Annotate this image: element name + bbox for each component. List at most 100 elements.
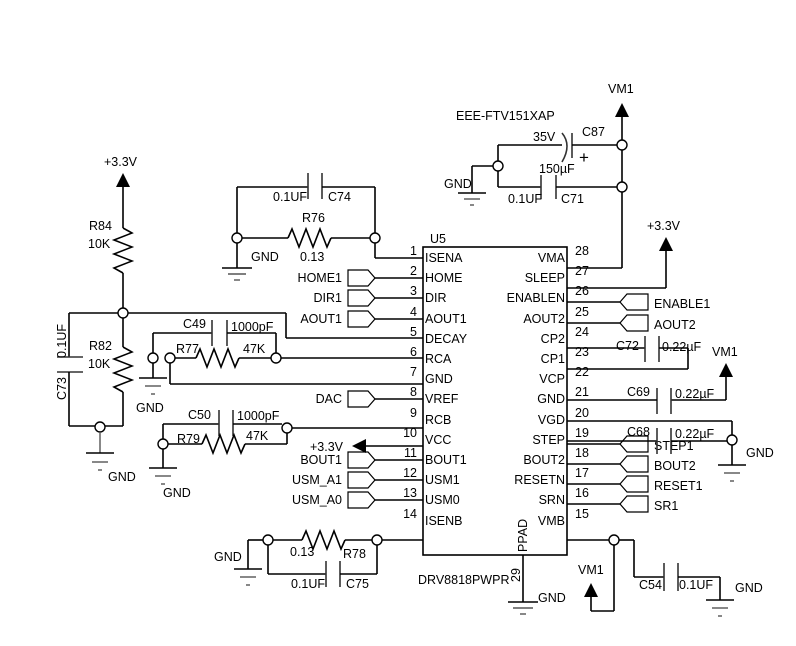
ic-ref: U5 xyxy=(430,232,446,246)
net-port-label: AOUT2 xyxy=(654,318,696,332)
junction xyxy=(147,352,159,364)
net-port-label: USM_A1 xyxy=(292,473,342,487)
pin-name: USM0 xyxy=(425,493,460,507)
c72-value: 0.22µF xyxy=(662,340,702,354)
pin-number: 1 xyxy=(410,244,417,258)
c49-ref: C49 xyxy=(183,317,206,331)
pin-number: 12 xyxy=(403,466,417,480)
pin-name: ENABLEN xyxy=(507,291,565,305)
v33-label: +3.3V xyxy=(310,440,344,454)
junction xyxy=(270,352,282,364)
net-port[interactable] xyxy=(347,491,376,509)
c87-ref: C87 xyxy=(582,125,605,139)
net-port[interactable] xyxy=(619,314,649,332)
pin-number: 25 xyxy=(575,305,589,319)
gnd-label: GND xyxy=(538,591,566,605)
junction xyxy=(371,534,383,546)
c54-ref: C54 xyxy=(639,578,662,592)
r76-value: 0.13 xyxy=(300,250,324,264)
net-port[interactable] xyxy=(619,435,649,453)
net-port[interactable] xyxy=(347,269,376,287)
net-port[interactable] xyxy=(347,451,376,469)
c69-value: 0.22µF xyxy=(675,387,715,401)
net-port[interactable] xyxy=(619,495,649,513)
net-port[interactable] xyxy=(347,390,376,408)
v33-power-arrow xyxy=(352,439,366,453)
r84-resistor xyxy=(111,227,135,274)
c50-value: 1000pF xyxy=(237,409,280,423)
gnd-symbol xyxy=(222,267,252,281)
pin-name: BOUT1 xyxy=(425,453,467,467)
net-port[interactable] xyxy=(619,475,649,493)
c72-ref: C72 xyxy=(616,339,639,353)
pin-name: DECAY xyxy=(425,332,468,346)
ic-body xyxy=(422,246,568,556)
c87-part: EEE-FTV151XAP xyxy=(456,109,555,123)
junction xyxy=(616,181,628,193)
net-port-label: SR1 xyxy=(654,499,678,513)
pin-number: 3 xyxy=(410,284,417,298)
pin-number: 22 xyxy=(575,365,589,379)
vm1-label: VM1 xyxy=(712,345,738,359)
net-port-label: ENABLE1 xyxy=(654,297,710,311)
pin-name: VCC xyxy=(425,433,451,447)
net-port-label: AOUT1 xyxy=(300,312,342,326)
net-port-label: USM_A0 xyxy=(292,493,342,507)
junction xyxy=(616,139,628,151)
net-port[interactable] xyxy=(347,310,376,328)
net-port[interactable] xyxy=(347,289,376,307)
net-port[interactable] xyxy=(619,293,649,311)
net-port[interactable] xyxy=(619,455,649,473)
r78-resistor xyxy=(301,528,346,552)
pin-number: 20 xyxy=(575,406,589,420)
gnd-symbol xyxy=(706,599,734,617)
pin-number: 21 xyxy=(575,385,589,399)
r76-resistor xyxy=(287,226,332,250)
net-port[interactable] xyxy=(347,471,376,489)
pin-name: DIR xyxy=(425,291,447,305)
vm1-power-arrow xyxy=(719,363,733,377)
r77-ref: R77 xyxy=(176,342,199,356)
junction xyxy=(262,534,274,546)
c74-value: 0.1UF xyxy=(273,190,307,204)
r79-ref: R79 xyxy=(177,432,200,446)
pin-name: VMA xyxy=(538,251,566,265)
c68-value: 0.22µF xyxy=(675,427,715,441)
ic-pad-num: 29 xyxy=(509,568,523,582)
pin-name: AOUT1 xyxy=(425,312,467,326)
gnd-symbol xyxy=(508,601,538,615)
r82-value: 10K xyxy=(88,357,111,371)
pin-name: CP2 xyxy=(541,332,565,346)
pin-name: RCA xyxy=(425,352,452,366)
pin-number: 11 xyxy=(404,446,417,460)
r82-ref: R82 xyxy=(89,339,112,353)
r79-value: 47K xyxy=(246,429,269,443)
junction xyxy=(231,232,243,244)
r79-resistor xyxy=(201,432,246,456)
pin-name: SRN xyxy=(539,493,565,507)
pin-number: 5 xyxy=(410,325,417,339)
pin-number: 2 xyxy=(410,264,417,278)
c50-ref: C50 xyxy=(188,408,211,422)
pin-name: VREF xyxy=(425,392,459,406)
pin-number: 7 xyxy=(410,365,417,379)
c71-value: 0.1UF xyxy=(508,192,542,206)
pin-name: ISENA xyxy=(425,251,463,265)
r76-ref: R76 xyxy=(302,211,325,225)
net-port-label: STEP1 xyxy=(654,439,694,453)
pin-number: 26 xyxy=(575,284,589,298)
net-port-label: BOUT2 xyxy=(654,459,696,473)
net-port-label: RESET1 xyxy=(654,479,703,493)
pin-number: 15 xyxy=(575,507,589,521)
pin-number: 9 xyxy=(410,406,417,420)
gnd-symbol xyxy=(86,452,114,471)
pin-number: 27 xyxy=(575,264,589,278)
c87-value: 150µF xyxy=(539,162,575,176)
c73-ref: C73 xyxy=(55,377,69,400)
pin-name: AOUT2 xyxy=(523,312,565,326)
gnd-symbol xyxy=(718,464,746,482)
junction xyxy=(608,534,620,546)
pin-name: VCP xyxy=(539,372,565,386)
net-port-label: BOUT1 xyxy=(300,453,342,467)
net-port-label: DIR1 xyxy=(314,291,343,305)
